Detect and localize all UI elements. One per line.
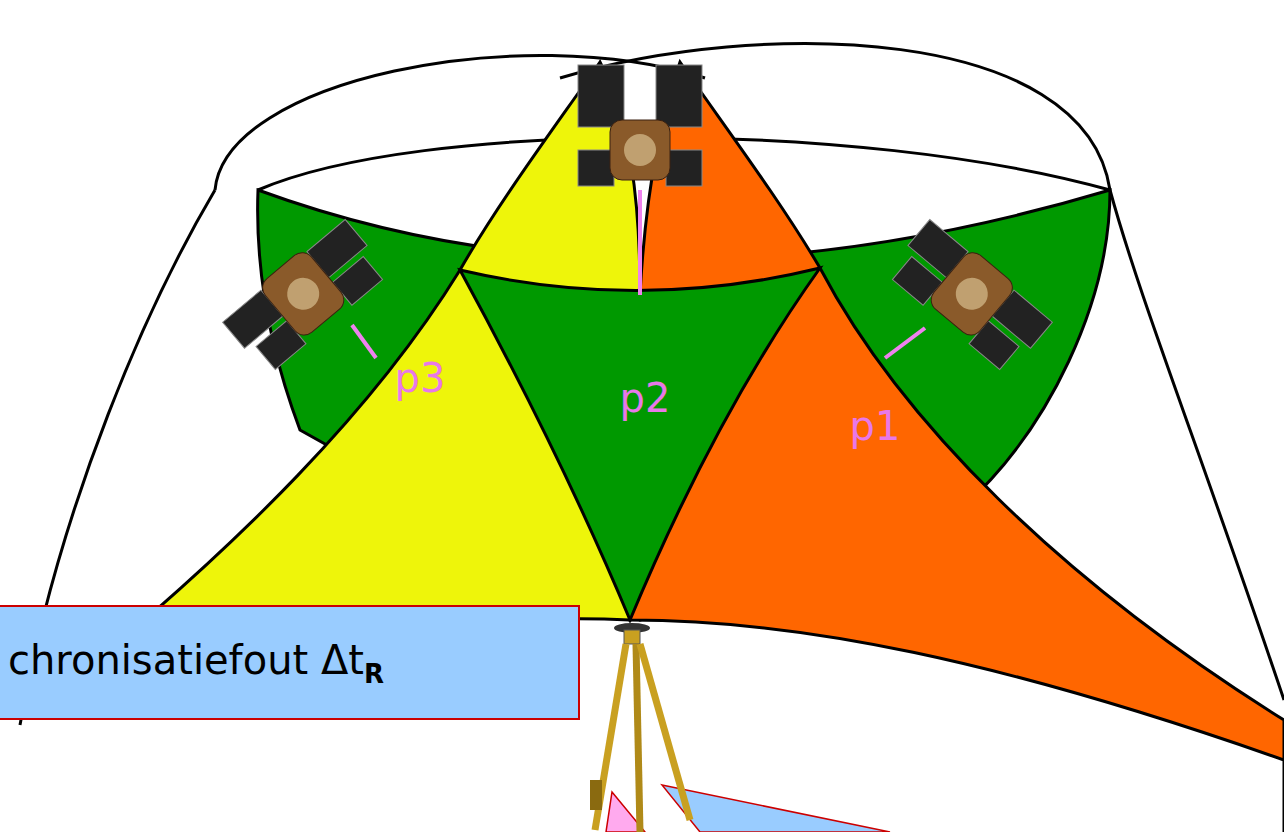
rim-outline: [560, 43, 1110, 190]
satellite: [219, 216, 390, 376]
signal-line: [352, 325, 376, 358]
subscript-text: R: [364, 659, 384, 689]
receiver-tripod: [590, 623, 690, 832]
pseudorange-label: p1: [850, 403, 901, 449]
sphere-region: [460, 268, 820, 620]
signal-line: [885, 328, 925, 358]
sphere-region: [630, 62, 1284, 832]
note-line: chronisatiefout ΔtR: [8, 637, 384, 689]
note-box: chronisatiefout ΔtR: [0, 605, 580, 720]
callout-pointer: [662, 785, 890, 832]
cone-outline: [1110, 190, 1284, 700]
signal-line: [638, 190, 642, 295]
note-text: chronisatiefout Δt: [8, 637, 364, 683]
rim-outline: [215, 55, 705, 190]
pseudorange-label: p3: [395, 355, 446, 401]
satellite: [578, 65, 702, 186]
pseudorange-label: p2: [620, 375, 671, 421]
satellite: [885, 216, 1056, 376]
